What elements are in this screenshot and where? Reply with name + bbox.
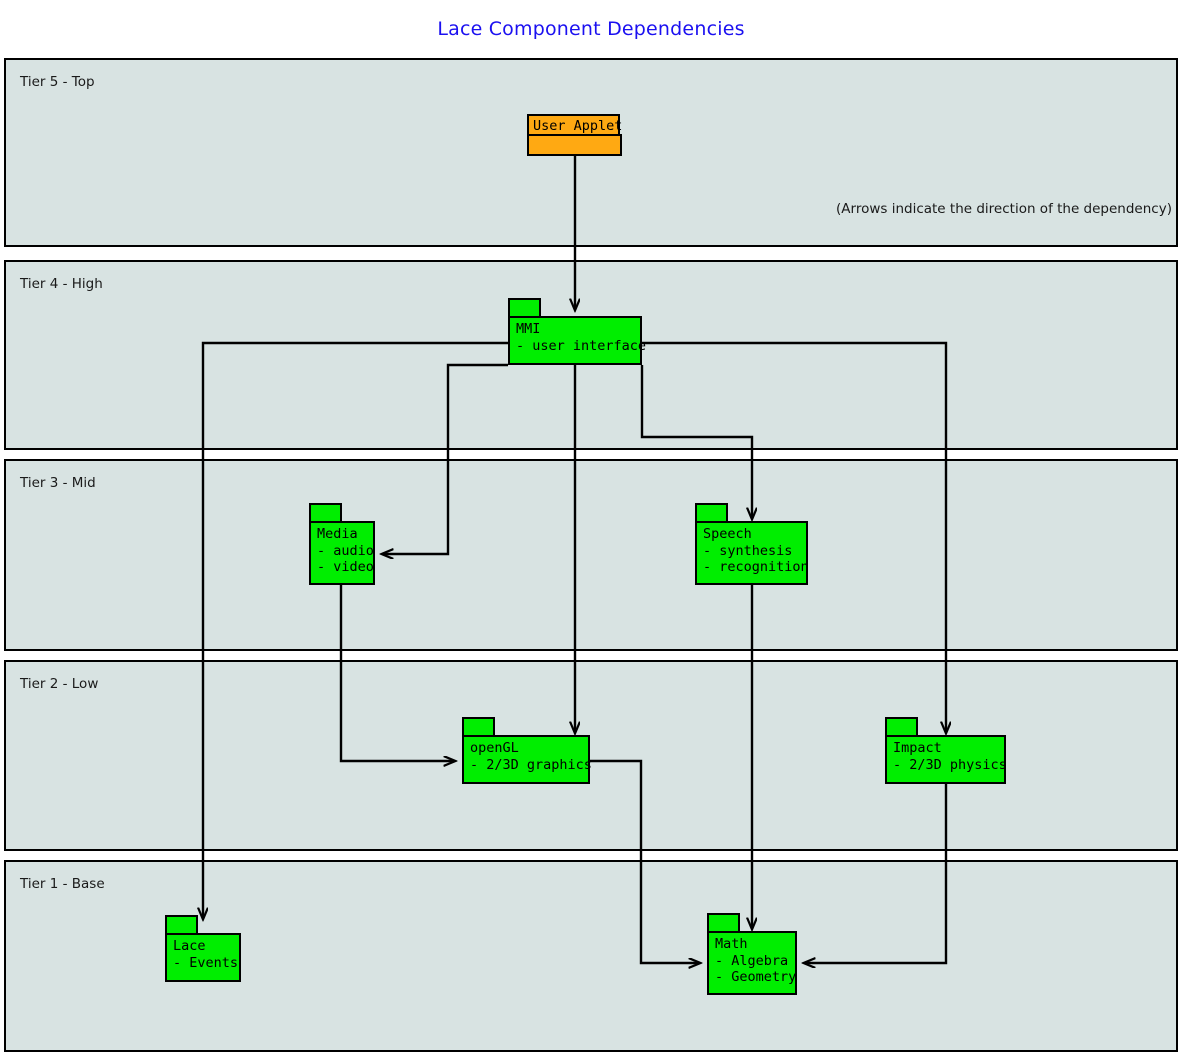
tier-label: Tier 4 - High [20,276,103,292]
tier-band-tier2: Tier 2 - Low [4,660,1178,851]
package-detail-math-0: - Algebra [715,952,789,969]
package-body-mmi: MMI - user interface [508,316,646,365]
package-detail-speech-1: - recognition [703,559,809,576]
package-body-user-applet [527,134,622,156]
package-detail-media-0: - audio [317,542,374,559]
dep-mmi-speech [640,365,752,519]
tier-label: Tier 3 - Mid [20,475,96,491]
dep-opengl-math [590,759,700,963]
package-body-math: Math - Algebra - Geometry [707,931,797,995]
package-body-media: Media - audio - video [309,521,375,585]
package-body-opengl: openGL - 2/3D graphics [462,735,592,784]
dep-impact-math [804,784,948,963]
package-tab-opengl [462,717,495,735]
tier-label: Tier 1 - Base [20,876,105,892]
package-name-opengl: openGL [470,740,519,756]
tier-label: Tier 5 - Top [20,74,95,90]
package-detail-opengl-0: - 2/3D graphics [470,756,592,773]
package-detail-math-1: - Geometry [715,969,797,986]
package-name-speech: Speech [703,526,752,542]
dep-media-opengl [339,585,455,761]
package-tab-lace [165,915,198,933]
package-detail-media-1: - video [317,559,374,576]
package-body-speech: Speech - synthesis - recognition [695,521,809,585]
package-tab-speech [695,503,728,521]
package-detail-impact-0: - 2/3D physics [893,756,1007,773]
package-name-media: Media [317,526,358,542]
package-tab-math [707,913,740,931]
package-name-impact: Impact [893,740,942,756]
tier-label: Tier 2 - Low [20,676,99,692]
package-name-lace: Lace [173,938,206,954]
page-title: Lace Component Dependencies [437,18,745,40]
package-title-user-applet: User Applet [527,114,622,134]
package-tab-mmi [508,298,541,316]
package-detail-speech-0: - synthesis [703,542,793,559]
dep-mmi-media [382,363,508,554]
legend-note: (Arrows indicate the direction of the de… [836,201,1172,217]
package-detail-lace-0: - Events [173,954,239,971]
package-body-impact: Impact - 2/3D physics [885,735,1007,784]
package-detail-mmi-0: - user interface [516,337,647,354]
package-tab-media [309,503,342,521]
dep-mmi-impact [642,341,946,733]
package-tab-impact [885,717,918,735]
package-body-lace: Lace - Events [165,933,241,982]
dep-mmi-lace [203,341,508,919]
tier-band-tier3: Tier 3 - Mid [4,459,1178,651]
package-name-math: Math [715,936,748,952]
package-name-mmi: MMI [516,321,541,337]
